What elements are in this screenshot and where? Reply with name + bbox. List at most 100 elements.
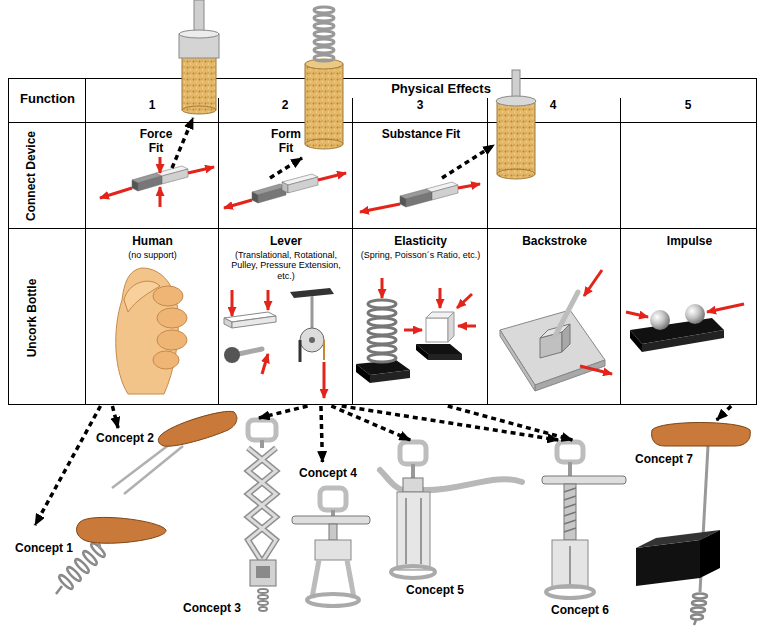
- header-text: Function: [9, 92, 86, 107]
- concept-1-corkscrew: [56, 517, 166, 594]
- concept-7-impulse: [652, 423, 751, 447]
- dotted-arrow: [442, 145, 494, 178]
- lever-symbols: [300, 328, 324, 352]
- elasticity-symbols: [368, 327, 396, 335]
- hand-figure: [157, 330, 187, 350]
- force-arrow: [224, 200, 252, 208]
- impulse-symbol: [685, 304, 705, 324]
- concept-6-spring-screw: [569, 546, 571, 584]
- cell-title: Human: [86, 235, 219, 249]
- force-arrow: [100, 188, 132, 198]
- table-grid: [487, 98, 488, 405]
- concept-figure: Concept 5: [374, 440, 529, 603]
- dotted-arrow: [172, 118, 193, 168]
- lever-symbols: [311, 296, 314, 330]
- force-arrow: [100, 157, 480, 212]
- concept-2-prongs: [158, 411, 237, 446]
- elasticity-symbols: [457, 294, 472, 308]
- concept-3-scissor: [258, 595, 268, 599]
- substance-fit-joint: [400, 182, 458, 207]
- concept-7-impulse: [691, 608, 705, 613]
- cell-title: Lever: [219, 235, 353, 249]
- substance-fit-joint: [406, 192, 432, 207]
- concept-label: Concept 7: [635, 453, 693, 467]
- elasticity-symbols: [368, 354, 396, 362]
- header-text: Physical Effects: [361, 82, 521, 97]
- concept-7-impulse: [700, 530, 720, 578]
- table-grid: [218, 98, 219, 405]
- impulse-symbol: [626, 304, 744, 317]
- elasticity-symbols: [426, 318, 448, 342]
- row-title: Connect Device: [23, 126, 39, 226]
- elasticity-symbols: [370, 370, 410, 383]
- cork-form-fit: [305, 64, 343, 144]
- table-cell: Elasticity(Spring, Poisson´s Ratio, etc.…: [352, 228, 491, 406]
- cork-form-fit: [314, 23, 334, 29]
- concept-4-t-handle: [320, 488, 346, 510]
- row-header: Uncork Bottle: [8, 228, 86, 406]
- concept-2-prongs: [112, 411, 237, 494]
- concept-2-prongs: [124, 446, 183, 494]
- elasticity-symbols: [404, 329, 422, 332]
- concept-5-winged: [380, 442, 522, 578]
- concept-figure: Concept 2: [92, 428, 179, 498]
- table-cell: Form Fit: [218, 122, 353, 229]
- elasticity-symbols: [458, 325, 476, 328]
- concept-5-winged: [397, 492, 430, 570]
- hand-figure: [116, 268, 187, 394]
- table-cell: Human(no support): [85, 228, 222, 406]
- dotted-connector: [342, 406, 559, 440]
- elasticity-symbols: [356, 278, 476, 383]
- lever-symbols: [224, 288, 334, 398]
- concept-4-t-handle: [312, 560, 319, 598]
- cork-form-fit: [314, 47, 334, 53]
- concept-4-t-handle: [347, 560, 354, 598]
- table-cell: Substance Fit: [352, 122, 488, 229]
- concept-7-impulse: [694, 620, 696, 625]
- concept-5-winged: [380, 470, 405, 490]
- cork-form-fit: [305, 7, 343, 149]
- concept-3-scissor: [248, 448, 276, 562]
- concept-6-spring-screw: [557, 442, 583, 462]
- table-cell: Force Fit: [85, 122, 219, 229]
- force-arrow: [159, 157, 162, 173]
- concept-3-scissor: [258, 601, 268, 605]
- lever-symbols: [231, 290, 234, 316]
- substance-fit-joint: [432, 185, 458, 200]
- cork-substance-fit: [496, 70, 536, 179]
- cell-note: (Translational, Rotational, Pulley, Pres…: [223, 250, 349, 281]
- cell-title: Substance Fit: [371, 128, 471, 142]
- concept-4-t-handle: [307, 594, 359, 606]
- column-number: 1: [142, 98, 162, 112]
- concept-figure: Concept 6: [538, 440, 629, 620]
- cork-form-fit: [314, 7, 334, 61]
- backstroke-symbol: [500, 270, 612, 391]
- elasticity-symbols: [368, 345, 396, 353]
- concept-3-scissor: [260, 440, 264, 448]
- dotted-connector: [259, 406, 308, 418]
- impulse-symbol: [626, 304, 744, 352]
- dotted-arrow: [270, 158, 302, 178]
- table-grid: [85, 78, 86, 405]
- concept-5-winged: [411, 464, 415, 478]
- table-cell: Lever(Translational, Rotational, Pulley,…: [218, 228, 356, 406]
- lever-symbols: [262, 354, 268, 374]
- elasticity-symbols: [368, 309, 396, 317]
- elasticity-symbols: [356, 364, 370, 383]
- concept-3-scissor: [248, 448, 276, 562]
- cell-note: (no support): [86, 250, 219, 260]
- cork-form-fit: [314, 55, 334, 61]
- force-fit-joint: [138, 176, 162, 191]
- cell-title: Form Fit: [266, 128, 306, 156]
- cork-form-fit: [314, 7, 334, 13]
- concept-label: Concept 2: [96, 432, 154, 446]
- concept-label: Concept 1: [15, 542, 73, 556]
- impulse-symbol: [630, 330, 642, 352]
- concept-7-impulse: [691, 615, 703, 620]
- cell-title: Impulse: [621, 235, 758, 249]
- cell-title: Elasticity: [353, 235, 488, 249]
- backstroke-symbol: [562, 324, 570, 352]
